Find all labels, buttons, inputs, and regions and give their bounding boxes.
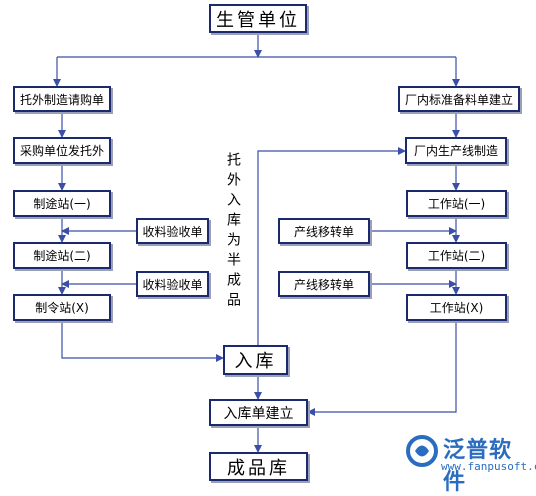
node-production-unit: 生管单位 — [209, 4, 307, 33]
node-outsource-request: 托外制造请购单 — [13, 86, 111, 112]
node-line-transfer-2: 产线移转单 — [278, 271, 370, 297]
node-station-2: 制途站(二) — [13, 242, 111, 269]
node-inhouse-production: 厂内生产线制造 — [405, 137, 507, 164]
node-inhouse-materials: 厂内标准备料单建立 — [398, 86, 520, 112]
node-receiving-slip-2: 收料验收单 — [136, 271, 209, 297]
logo-url: www.fanpusoft.com — [441, 460, 536, 473]
node-purchase-issue: 采购单位发托外 — [13, 137, 111, 164]
node-line-transfer-1: 产线移转单 — [278, 218, 370, 244]
side-note-outsource-semi-finished: 托外入库为半成品 — [225, 152, 241, 312]
node-work-station-1: 工作站(一) — [406, 190, 507, 217]
node-work-station-2: 工作站(二) — [406, 242, 507, 269]
node-stock-in: 入库 — [223, 345, 288, 375]
fanpu-logo-icon — [406, 435, 438, 467]
node-work-station-x: 工作站(X) — [406, 294, 507, 321]
node-station-x: 制令站(X) — [13, 294, 111, 321]
flow-connectors — [53, 33, 460, 453]
node-station-1: 制途站(一) — [13, 190, 111, 217]
node-stock-in-form: 入库单建立 — [209, 399, 308, 426]
node-receiving-slip-1: 收料验收单 — [136, 218, 209, 244]
brand-logo: 泛普软件 www.fanpusoft.com — [405, 430, 536, 495]
node-finished-goods: 成品库 — [209, 452, 308, 481]
